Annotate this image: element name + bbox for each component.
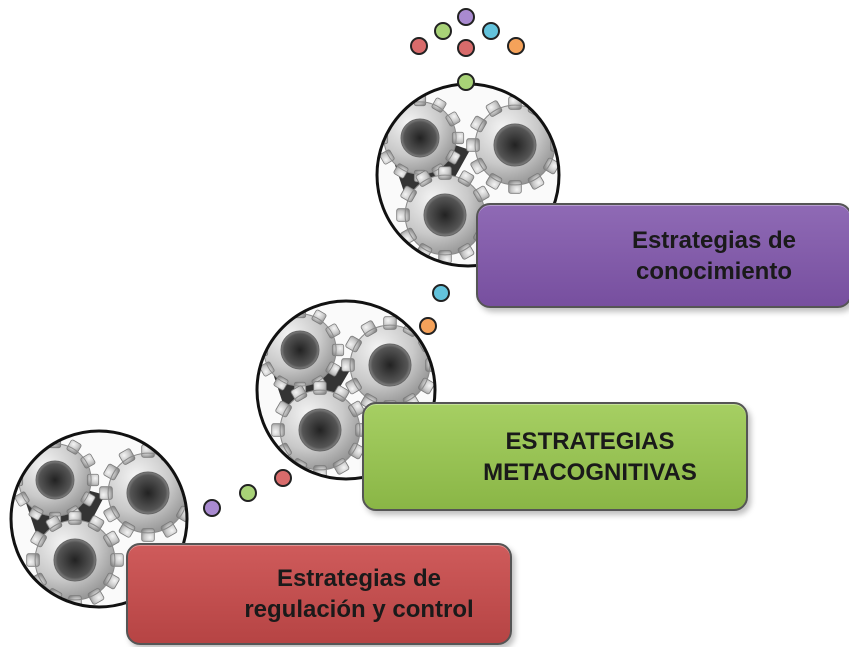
- box-label-line2: METACOGNITIVAS: [483, 458, 697, 486]
- box-label-line1: Estrategias de: [631, 226, 797, 254]
- box-label-line1: ESTRATEGIAS: [505, 427, 675, 455]
- bubble: [203, 499, 221, 517]
- box-label: Estrategias de regulación y control: [234, 563, 483, 625]
- bubble: [457, 73, 475, 91]
- box-label: Estrategias de conocimiento: [622, 225, 806, 287]
- bubble: [419, 317, 437, 335]
- box-label-line2: regulación y control: [244, 596, 474, 623]
- bubble: [457, 39, 475, 57]
- bubble: [482, 22, 500, 40]
- box-estrategias-regulacion: Estrategias de regulación y control: [126, 543, 512, 645]
- box-label-line1: Estrategias de: [276, 565, 442, 592]
- bubble: [507, 37, 525, 55]
- bubble: [274, 469, 292, 487]
- bubble: [432, 284, 450, 302]
- bubble-trail: [203, 8, 525, 517]
- box-estrategias-conocimiento: Estrategias de conocimiento: [476, 203, 849, 308]
- bubble: [239, 484, 257, 502]
- box-label-line2: conocimiento: [635, 257, 792, 285]
- bubble: [434, 22, 452, 40]
- box-label: ESTRATEGIAS METACOGNITIVAS: [473, 426, 707, 488]
- box-estrategias-metacognitivas: ESTRATEGIAS METACOGNITIVAS: [362, 402, 748, 511]
- bubble: [410, 37, 428, 55]
- bubble: [457, 8, 475, 26]
